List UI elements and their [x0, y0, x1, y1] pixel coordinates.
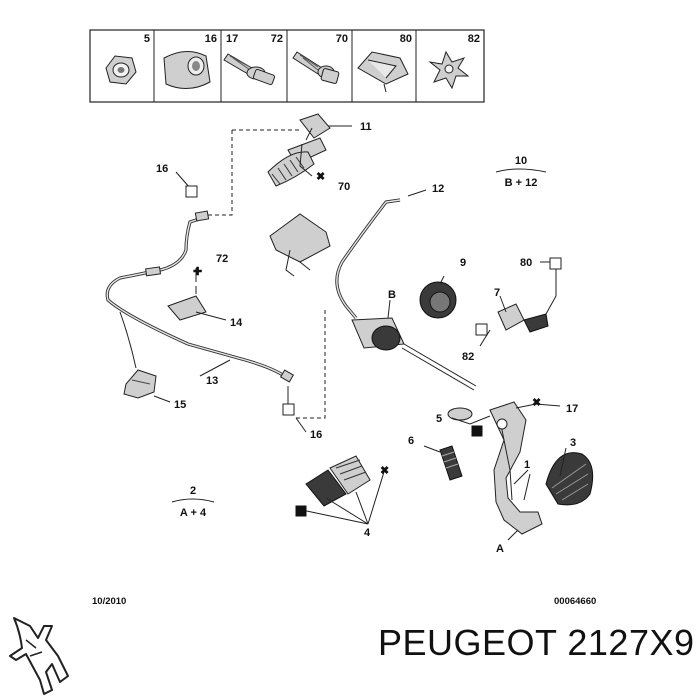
speed-nut-icon	[428, 50, 470, 90]
diagram-reference: 00064660	[554, 596, 596, 607]
fraction-2-bottom: A + 4	[180, 507, 207, 519]
cross-marker-icon: ✖	[380, 465, 389, 477]
slave-cylinder	[267, 113, 331, 187]
box-label-70: 70	[336, 33, 348, 45]
callout-72: 72	[216, 253, 228, 265]
box-label-16: 16	[205, 33, 217, 45]
callout-5: 5	[436, 413, 442, 425]
square-marker-open	[282, 403, 295, 416]
square-marker-filled	[295, 505, 307, 517]
callout-16: 16	[156, 163, 168, 175]
diagram-date: 10/2010	[92, 596, 126, 607]
pedal-pads-4	[305, 455, 371, 507]
callout-14: 14	[230, 317, 243, 329]
box-label-17: 17	[226, 33, 238, 45]
leader-lines	[119, 125, 567, 541]
box-label-80: 80	[400, 33, 412, 45]
brand-part-number: PEUGEOT 2127X9	[378, 622, 695, 663]
peugeot-lion-logo	[9, 617, 69, 695]
callout-82: 82	[462, 351, 474, 363]
hydraulic-pipe	[105, 198, 401, 383]
fraction-lines	[171, 168, 547, 503]
square-marker-open	[475, 323, 488, 336]
callout-70: 70	[338, 181, 350, 193]
callout-11: 11	[360, 121, 372, 133]
square-marker-open	[549, 257, 562, 270]
stud-bolt-icon	[292, 51, 340, 84]
markers: ✖ ✚ ✖ ✖	[185, 171, 562, 517]
flange-bolt-icon	[223, 53, 276, 86]
callout-4: 4	[364, 527, 371, 539]
pedal-assembly	[439, 401, 594, 535]
fraction-2-top: 2	[190, 485, 196, 497]
callout-15: 15	[174, 399, 186, 411]
callout-16: 16	[310, 429, 322, 441]
callout-12: 12	[432, 183, 444, 195]
grommet-9	[419, 281, 457, 319]
fixing-15	[123, 369, 157, 399]
cross-marker-icon: ✖	[532, 397, 541, 409]
cross-marker-icon: ✖	[316, 171, 325, 183]
master-cylinder	[351, 317, 477, 391]
callout-13: 13	[206, 375, 218, 387]
switch-7	[497, 303, 549, 333]
callout-B: B	[388, 289, 396, 301]
callout-3: 3	[570, 437, 576, 449]
clip-icon	[357, 51, 409, 93]
fraction-10-bottom: B + 12	[505, 177, 538, 189]
box-label-82: 82	[468, 33, 480, 45]
hex-nut-icon	[105, 55, 137, 85]
fraction-10-top: 10	[515, 155, 527, 167]
callout-6: 6	[408, 435, 414, 447]
cross-marker-icon: ✚	[193, 266, 202, 278]
bracket	[269, 213, 331, 277]
callout-A: A	[496, 543, 504, 555]
grommet-icon	[163, 51, 211, 89]
bracket-14	[167, 286, 207, 321]
box-label-5: 5	[144, 33, 150, 45]
callout-1: 1	[524, 459, 530, 471]
box-label-72: 72	[271, 33, 283, 45]
parts-reference-box: 5 16 17 72 70 80 82	[89, 29, 485, 103]
callout-9: 9	[460, 257, 466, 269]
square-marker-filled	[471, 425, 483, 437]
square-marker-open	[185, 185, 198, 198]
callout-80: 80	[520, 257, 532, 269]
callout-7: 7	[494, 287, 500, 299]
callouts: 11 70 16 12 72 14 9 B 80 7 82 13 15 16 5…	[92, 121, 596, 607]
callout-17: 17	[566, 403, 578, 415]
